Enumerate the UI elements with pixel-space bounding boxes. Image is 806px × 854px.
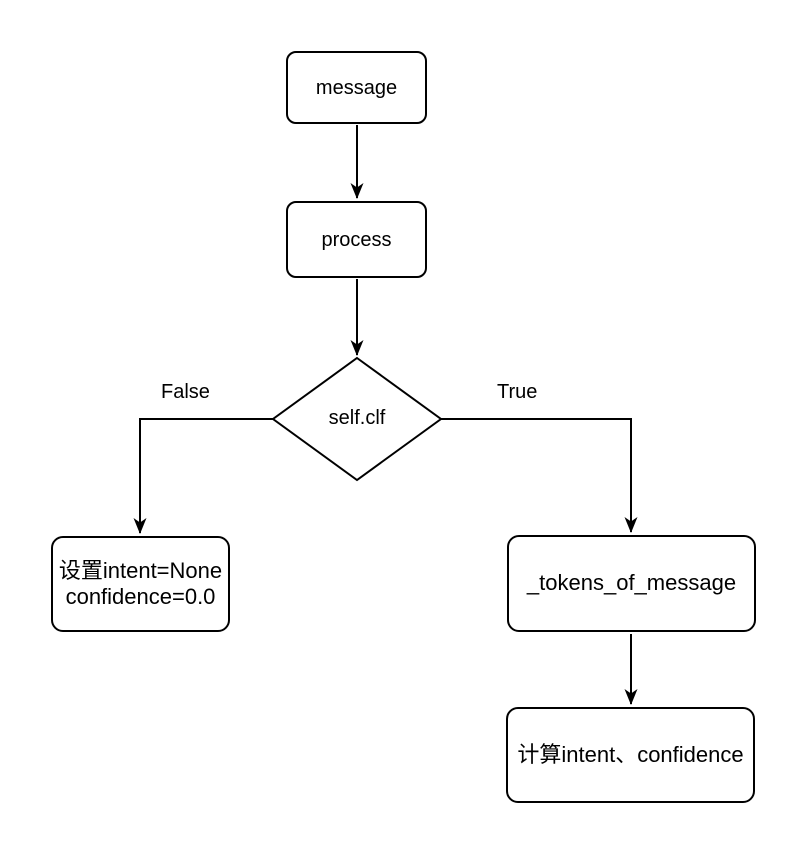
node-set-defaults-label-line1: 设置intent=None — [58, 557, 223, 583]
edge-decision-true-to-tokens — [441, 418, 638, 533]
node-process-label: process — [321, 228, 392, 251]
node-set-defaults-label-line2: confidence=0.0 — [65, 584, 216, 609]
node-message: message — [286, 51, 427, 124]
node-compute-label: 计算intent、confidence — [517, 741, 744, 767]
node-tokens-label: _tokens_of_message — [526, 570, 737, 596]
node-set-defaults: 设置intent=None confidence=0.0 — [51, 536, 230, 632]
node-decision-label: self.clf — [328, 407, 386, 429]
node-tokens: _tokens_of_message — [507, 535, 756, 632]
node-compute: 计算intent、confidence — [506, 707, 755, 803]
edge-label-true: True — [497, 381, 538, 403]
edge-label-false: False — [161, 381, 210, 403]
node-process: process — [286, 201, 427, 278]
edge-decision-false-to-set-defaults — [133, 418, 273, 534]
node-message-label: message — [315, 76, 398, 99]
decision-diamond-shape — [271, 356, 443, 482]
